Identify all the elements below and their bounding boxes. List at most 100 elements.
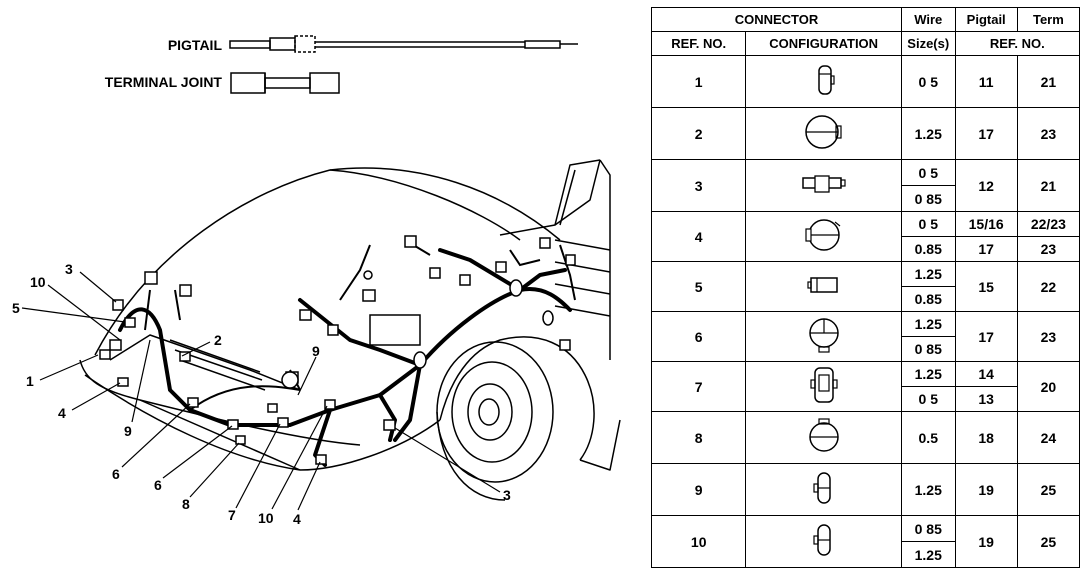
connector-6-icon bbox=[747, 315, 901, 358]
configuration-cell bbox=[745, 411, 902, 464]
callout-7: 7 bbox=[228, 507, 236, 523]
term-ref-cell: 22/23 bbox=[1016, 211, 1081, 237]
term-ref-cell: 21 bbox=[1016, 55, 1081, 108]
configuration-cell bbox=[745, 55, 902, 108]
callout-3-top: 3 bbox=[65, 261, 73, 277]
pigtail-ref-cell: 13 bbox=[954, 386, 1018, 412]
configuration-cell bbox=[745, 211, 902, 262]
ref-no-cell: 10 bbox=[650, 515, 747, 568]
term-ref-cell: 23 bbox=[1016, 107, 1081, 160]
pigtail-ref-cell: 12 bbox=[954, 159, 1018, 212]
header-connector: CONNECTOR bbox=[651, 7, 902, 32]
callout-9-left: 9 bbox=[124, 423, 132, 439]
pigtail-ref-cell: 18 bbox=[954, 411, 1018, 464]
configuration-cell bbox=[745, 311, 902, 362]
ref-no-cell: 5 bbox=[650, 261, 747, 312]
header-ref-no: REF. NO. bbox=[650, 31, 747, 56]
callout-6-right: 6 bbox=[154, 477, 162, 493]
wire-size-cell: 0 5 bbox=[900, 55, 956, 108]
wire-size-cell: 0 85 bbox=[900, 515, 956, 542]
connector-10-icon bbox=[747, 522, 901, 561]
pigtail-ref-cell: 15/16 bbox=[954, 211, 1018, 237]
car-body bbox=[79, 159, 621, 471]
configuration-cell bbox=[745, 107, 902, 160]
callout-9-center: 9 bbox=[312, 343, 320, 359]
callout-6-left: 6 bbox=[112, 466, 120, 482]
callout-10-top: 10 bbox=[30, 274, 46, 290]
engine-harness-diagram: PIGTAIL TERMINAL JOINT bbox=[12, 35, 621, 527]
ref-no-cell: 6 bbox=[650, 311, 747, 362]
configuration-cell bbox=[745, 515, 902, 568]
wire-size-cell: 0 5 bbox=[900, 211, 956, 237]
header-ref-no-2: REF. NO. bbox=[954, 31, 1081, 56]
callout-4-left: 4 bbox=[58, 405, 66, 421]
ref-no-cell: 4 bbox=[650, 211, 747, 262]
ref-no-cell: 8 bbox=[650, 411, 747, 464]
pigtail-label: PIGTAIL bbox=[168, 37, 223, 53]
pigtail-ref-cell: 15 bbox=[954, 261, 1018, 312]
callout-8: 8 bbox=[182, 496, 190, 512]
connector-table: CONNECTOR Wire Pigtail Term REF. NO. CON… bbox=[650, 7, 1081, 568]
pigtail-ref-cell: 19 bbox=[954, 463, 1018, 516]
term-ref-cell: 24 bbox=[1016, 411, 1081, 464]
terminal-joint-label: TERMINAL JOINT bbox=[105, 74, 223, 90]
callout-2: 2 bbox=[214, 332, 222, 348]
wire-size-cell: 0.5 bbox=[900, 411, 956, 464]
pigtail-ref-cell: 11 bbox=[954, 55, 1018, 108]
table-row: 0 85 bbox=[652, 336, 1080, 362]
configuration-cell bbox=[745, 261, 902, 312]
terminal-joint-icon bbox=[230, 72, 340, 94]
connector-5-icon bbox=[747, 274, 901, 299]
ref-no-cell: 2 bbox=[650, 107, 747, 160]
wire-size-cell: 0.85 bbox=[900, 286, 956, 312]
table-row: 1.25 bbox=[652, 541, 1080, 568]
wire-harness-thin bbox=[144, 239, 576, 411]
pigtail-ref-cell: 17 bbox=[954, 311, 1018, 362]
wire-harness bbox=[118, 248, 572, 467]
wire-size-cell: 1.25 bbox=[900, 261, 956, 287]
header-term: Term bbox=[1016, 7, 1081, 32]
connector-4-icon bbox=[747, 216, 901, 257]
ref-no-cell: 3 bbox=[650, 159, 747, 212]
connector-9-icon bbox=[747, 470, 901, 509]
wire-size-cell: 1.25 bbox=[900, 107, 956, 160]
callout-leaders bbox=[21, 271, 501, 511]
ref-no-cell: 9 bbox=[650, 463, 747, 516]
wire-size-cell: 0 85 bbox=[900, 336, 956, 362]
configuration-cell bbox=[745, 463, 902, 516]
ref-no-cell: 7 bbox=[650, 361, 747, 412]
term-ref-cell: 20 bbox=[1016, 361, 1081, 412]
wire-size-cell: 1.25 bbox=[900, 361, 956, 387]
header-pigtail: Pigtail bbox=[954, 7, 1018, 32]
wire-size-cell: 0 5 bbox=[900, 386, 956, 412]
pigtail-ref-cell: 17 bbox=[954, 236, 1018, 262]
callout-1: 1 bbox=[26, 373, 34, 389]
wire-size-cell: 1.25 bbox=[900, 463, 956, 516]
callout-10-bottom: 10 bbox=[258, 510, 274, 526]
wire-size-cell: 0 5 bbox=[900, 159, 956, 186]
callout-numbers: 1 2 3 3 4 4 5 6 6 7 8 9 9 10 10 bbox=[12, 261, 511, 527]
wire-size-cell: 1.25 bbox=[900, 541, 956, 568]
callout-3-bottom: 3 bbox=[503, 487, 511, 503]
callout-4-bottom: 4 bbox=[293, 511, 301, 527]
connector-8-icon bbox=[747, 416, 901, 459]
term-ref-cell: 23 bbox=[1016, 236, 1081, 262]
callout-5: 5 bbox=[12, 300, 20, 316]
configuration-cell bbox=[745, 159, 902, 212]
connector-3-icon bbox=[747, 173, 901, 198]
term-ref-cell: 25 bbox=[1016, 515, 1081, 568]
pigtail-icon bbox=[229, 35, 578, 53]
connector-7-icon bbox=[747, 365, 901, 408]
